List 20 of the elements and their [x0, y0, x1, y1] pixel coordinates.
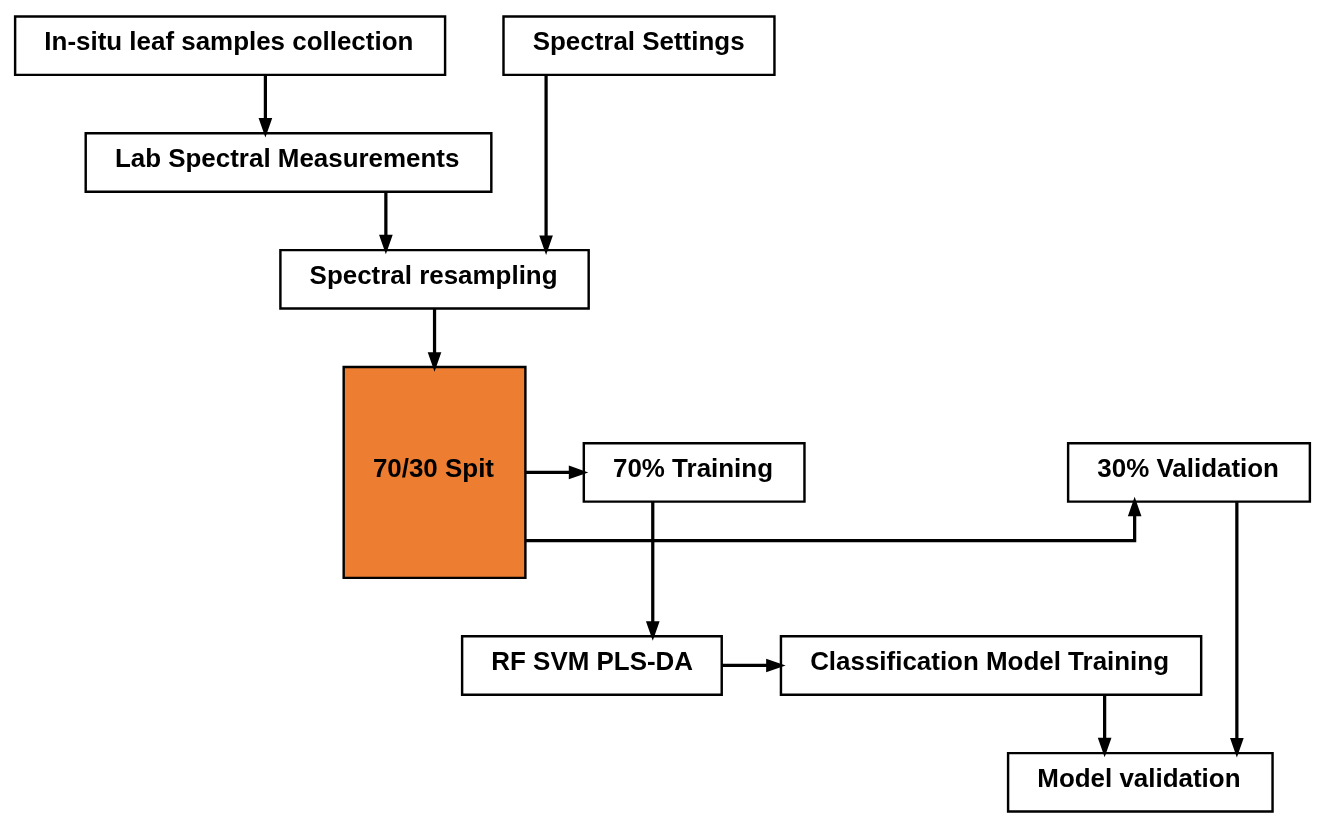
- arrow: [539, 74, 553, 255]
- arrow: [722, 658, 786, 672]
- arrow: [379, 191, 393, 254]
- arrow: [1230, 501, 1244, 758]
- arrow: [258, 74, 273, 138]
- node-box: 70/30 Spit: [342, 365, 527, 579]
- node-box: Spectral resampling: [279, 248, 590, 310]
- node-box: Model validation: [1006, 751, 1274, 813]
- arrow: [526, 465, 589, 479]
- node-box: RF SVM PLS-DA: [460, 634, 723, 696]
- node-box: Lab Spectral Measurements: [84, 131, 493, 193]
- arrow: [1097, 694, 1112, 757]
- node-box: 70% Training: [582, 441, 806, 503]
- arrow: [645, 501, 660, 641]
- node-box: Spectral Settings: [502, 14, 776, 76]
- arrow: [526, 496, 1142, 542]
- node-box: Classification Model Training: [779, 634, 1203, 696]
- node-box: In-situ leaf samples collection: [13, 14, 447, 76]
- arrow: [427, 308, 442, 372]
- node-box: 30% Validation: [1066, 441, 1312, 503]
